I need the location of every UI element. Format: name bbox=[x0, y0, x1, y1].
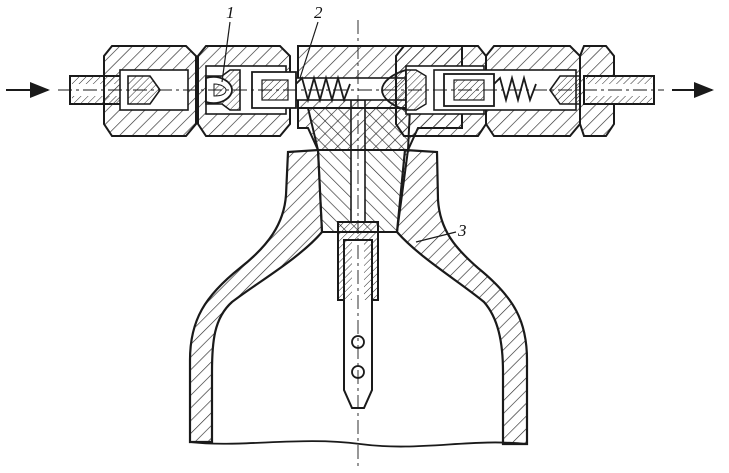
leader-line-1 bbox=[221, 21, 231, 83]
outlet-fitting bbox=[381, 45, 655, 137]
outlet-spring bbox=[493, 74, 537, 104]
dip-tube bbox=[337, 221, 379, 409]
cylinder-neck bbox=[188, 148, 529, 448]
callout-2: 2 bbox=[314, 3, 323, 22]
cylinder-wall-right bbox=[395, 148, 529, 446]
leader-line-3 bbox=[415, 231, 457, 243]
inlet-fitting bbox=[69, 45, 351, 137]
leader-line-2 bbox=[299, 21, 319, 79]
callout-1: 1 bbox=[226, 3, 235, 22]
callouts: 1 2 3 bbox=[221, 3, 467, 243]
center-lines bbox=[58, 20, 664, 470]
cylinder-bottom-break-line bbox=[189, 440, 528, 448]
cylinder-wall-left bbox=[188, 148, 324, 444]
inlet-spring bbox=[295, 74, 351, 104]
callout-3: 3 bbox=[457, 221, 467, 240]
